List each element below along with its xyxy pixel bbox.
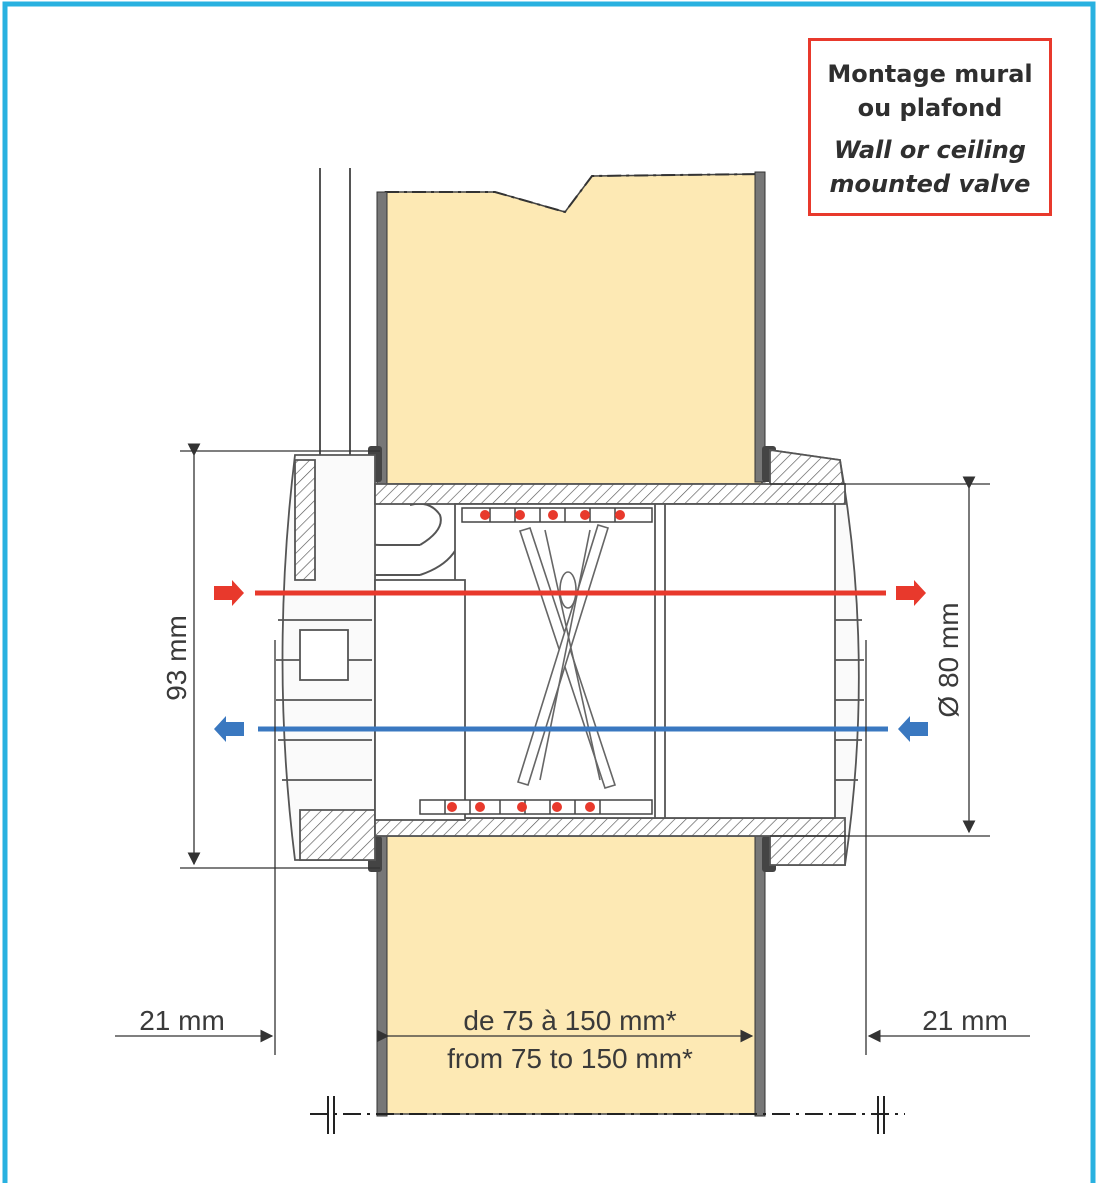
- left-grille: [276, 454, 376, 861]
- wall-face-right-upper: [754, 171, 766, 483]
- airflow-in-arrow: [214, 580, 926, 606]
- wall-range-en-label: from 75 to 150 mm*: [447, 1043, 693, 1074]
- wall-range-fr-label: de 75 à 150 mm*: [463, 1005, 676, 1036]
- diameter-label: Ø 80 mm: [933, 602, 964, 717]
- wall-face-left-lower: [376, 835, 388, 1117]
- title-box: Montage mural ou plafond Wall or ceiling…: [808, 38, 1052, 216]
- title-english-line-1: Wall or ceiling: [834, 136, 1026, 164]
- wall-face-left-upper: [376, 191, 388, 485]
- spring-top: [461, 507, 653, 523]
- dimension-offsets: [115, 640, 1030, 1055]
- wall-upper: [384, 173, 763, 485]
- spring-bottom: [419, 799, 653, 815]
- center-line: [310, 1096, 905, 1134]
- wall-lower: [384, 835, 763, 1115]
- title-french: Montage mural ou plafond: [811, 57, 1049, 125]
- left-offset-label: 21 mm: [139, 1005, 225, 1036]
- title-french-line-2: ou plafond: [857, 94, 1003, 122]
- duct-body: [374, 483, 846, 837]
- title-english-line-2: mounted valve: [829, 170, 1031, 198]
- title-french-line-1: Montage mural: [827, 60, 1033, 88]
- right-offset-label: 21 mm: [922, 1005, 1008, 1036]
- title-english: Wall or ceiling mounted valve: [811, 133, 1049, 201]
- height-label: 93 mm: [161, 615, 192, 701]
- dimension-diameter: [770, 476, 990, 837]
- airflow-out-arrow: [214, 716, 928, 742]
- wall-face-right-lower: [754, 835, 766, 1117]
- dimension-height: [180, 443, 380, 869]
